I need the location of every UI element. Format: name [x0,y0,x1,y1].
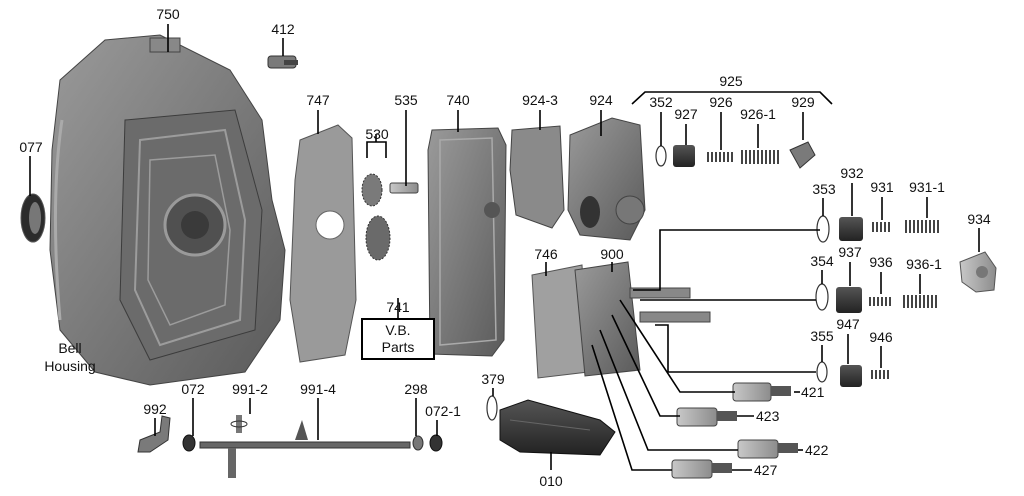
vb-parts-line2: Parts [381,339,415,355]
label-750: 750 [156,6,180,22]
label-991-2: 991-2 [232,381,268,397]
washer-072-1 [429,434,443,452]
label-924-3: 924-3 [522,92,558,108]
label-932: 932 [840,165,864,181]
label-535: 535 [394,92,418,108]
solenoid-423 [676,407,737,427]
seal-077 [20,193,46,243]
label-747: 747 [306,92,330,108]
label-931-1: 931-1 [909,179,945,195]
label-947: 947 [836,316,860,332]
label-936-1: 936-1 [906,256,942,272]
label-423: 423 [756,408,780,424]
parts-955-row [816,361,889,387]
o-ring-379 [486,395,498,421]
solenoid-427 [671,459,732,479]
label-298: 298 [404,381,428,397]
valve-body-740 [427,127,507,357]
label-072: 072 [181,381,205,397]
label-946: 946 [869,329,893,345]
cover-934 [959,251,997,293]
label-427: 427 [754,462,778,478]
label-900: 900 [600,246,624,262]
label-926-1: 926-1 [740,106,776,122]
solenoid-422 [737,439,798,459]
gears-530 [361,173,391,261]
label-740: 740 [446,92,470,108]
solenoid-block-900 [574,261,711,377]
label-530: 530 [365,126,389,142]
solenoid-421 [732,382,791,402]
pin-535 [389,182,419,194]
label-072-1: 072-1 [425,403,461,419]
label-352: 352 [649,94,673,110]
bell-housing-line1: Bell [58,340,82,356]
parts-925-group [655,141,816,169]
bell-housing-line2: Housing [44,358,96,374]
washer-072 [182,434,196,452]
label-925: 925 [719,73,743,89]
vb-parts-box: V.B. Parts [361,318,435,360]
label-992: 992 [143,401,167,417]
shift-shaft-991-4 [199,420,411,478]
label-422: 422 [805,442,829,458]
label-741: 741 [386,299,410,315]
label-927: 927 [674,106,698,122]
label-931: 931 [870,179,894,195]
label-412: 412 [271,21,295,37]
transmission-case-750 [49,34,286,386]
label-936: 936 [869,254,893,270]
label-929: 929 [791,94,815,110]
part-labels: 750 412 077 747 535 740 924-3 924 925 35… [19,6,991,489]
label-924: 924 [589,92,613,108]
label-353: 353 [812,181,836,197]
gasket-747 [289,124,357,363]
vb-parts-line1: V.B. [385,322,411,338]
label-421: 421 [801,384,825,400]
label-379: 379 [481,371,505,387]
bell-housing-caption: Bell Housing [30,339,110,375]
parts-953-row [816,215,939,243]
label-355: 355 [810,328,834,344]
label-077: 077 [19,139,43,155]
housing-924 [567,117,646,241]
label-010: 010 [539,473,563,489]
label-354: 354 [810,253,834,269]
label-937: 937 [838,244,862,260]
plate-924-3 [509,125,565,229]
washer-298 [412,435,424,451]
leader-lines [29,24,980,471]
bracket-992 [137,415,171,453]
label-991-4: 991-4 [300,381,336,397]
label-934: 934 [967,211,991,227]
pin-991-2 [230,415,248,433]
label-926: 926 [709,94,733,110]
label-746: 746 [534,246,558,262]
sensor-412 [267,55,298,69]
parts-954-row [815,283,937,313]
filter-010 [499,399,616,456]
